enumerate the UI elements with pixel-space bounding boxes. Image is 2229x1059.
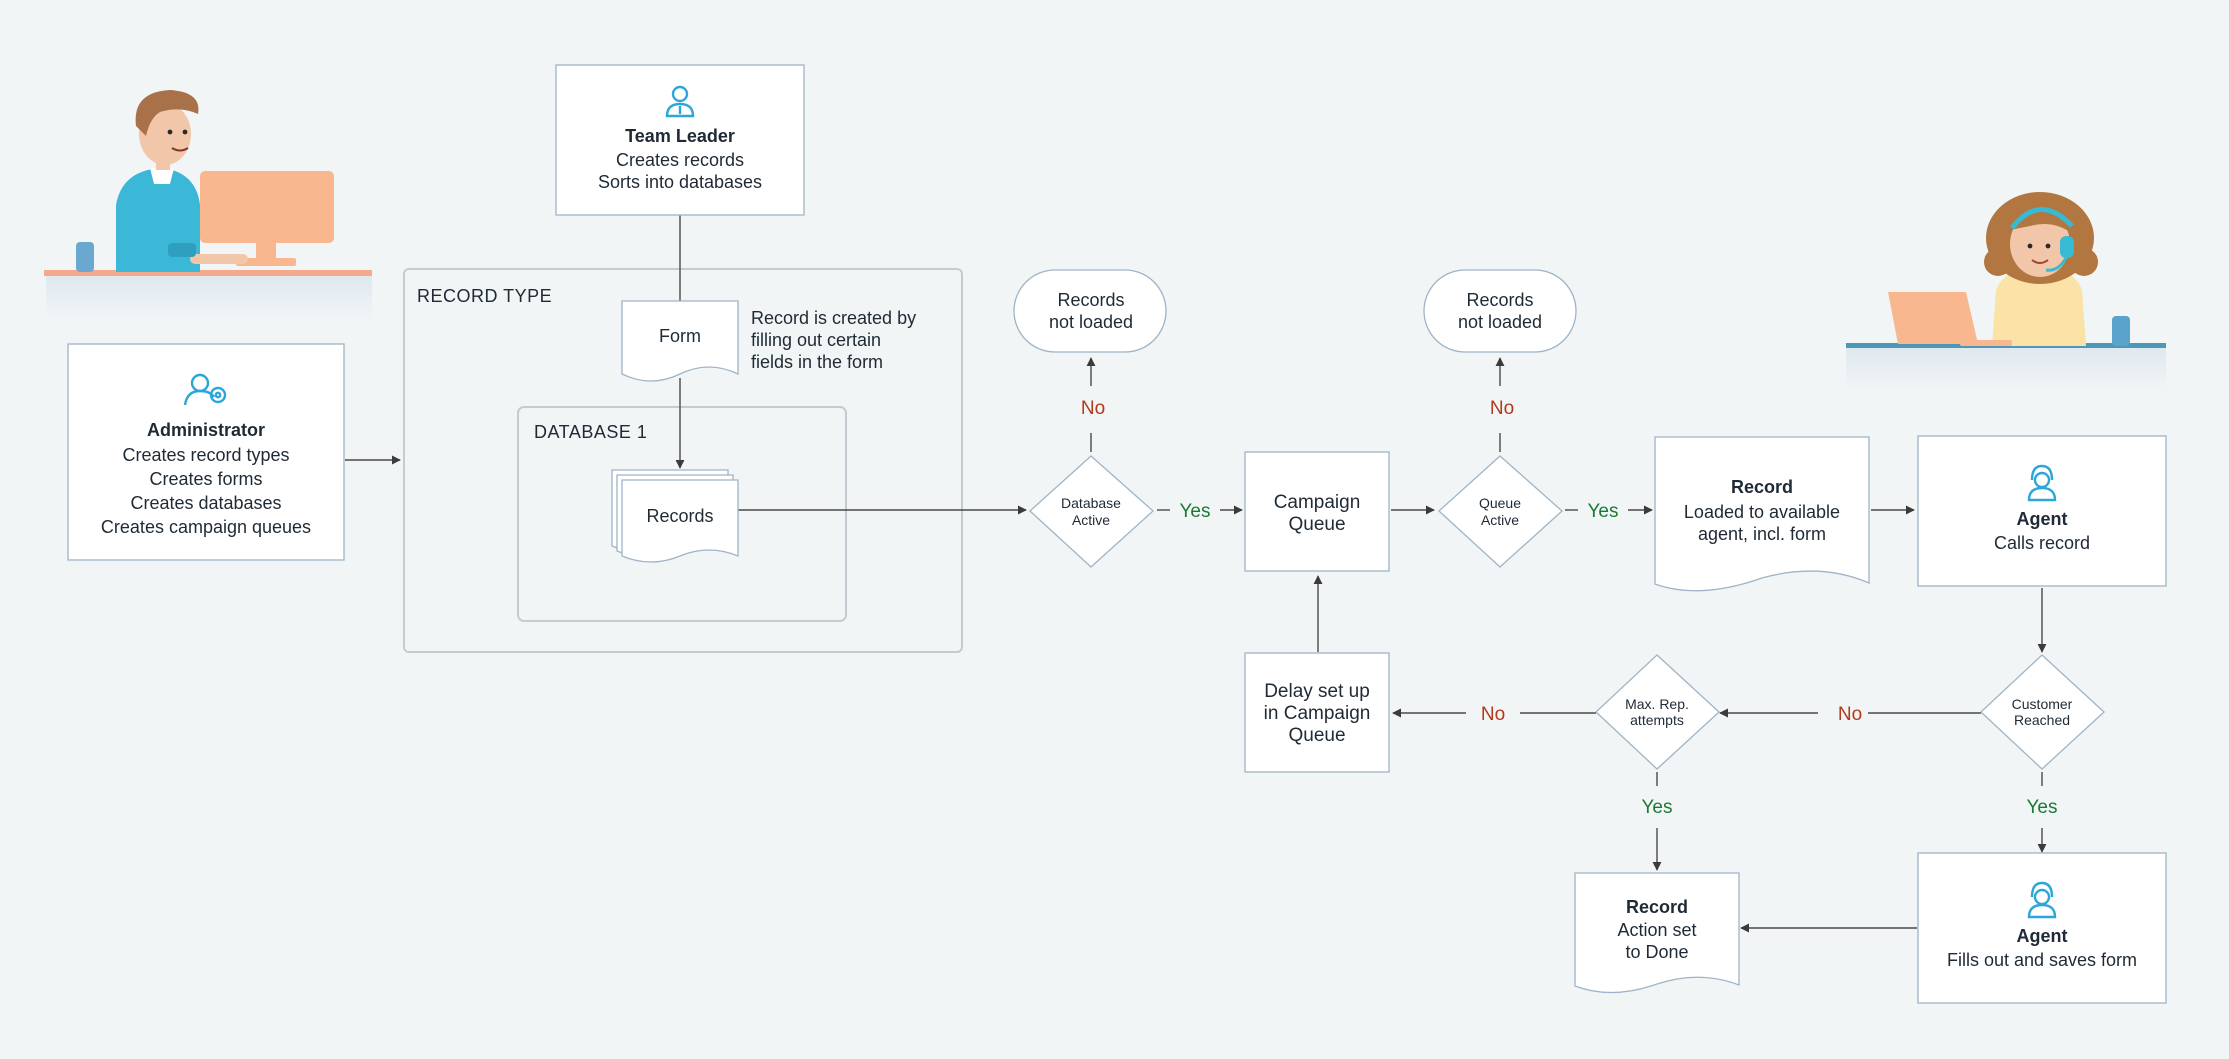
delay-box: Delay set up in Campaign Queue <box>1244 652 1390 773</box>
not-loaded-line: not loaded <box>1049 312 1133 332</box>
delay-line: Delay set up <box>1264 681 1370 702</box>
administrator-line: Creates forms <box>149 469 262 489</box>
record-done-title: Record <box>1626 897 1688 917</box>
records-not-loaded-terminator: Records not loaded <box>1013 269 1167 353</box>
database-label: DATABASE 1 <box>534 422 647 442</box>
decision-line: Queue <box>1479 495 1521 511</box>
agent-calls-line: Calls record <box>1994 533 2090 553</box>
agent-fills-line: Fills out and saves form <box>1947 950 2137 970</box>
yes-label: Yes <box>1588 501 1619 522</box>
user-gear-icon <box>183 373 227 406</box>
headset-agent-icon <box>2027 464 2057 502</box>
administrator-line: Creates campaign queues <box>101 517 311 537</box>
agent-illustration <box>1846 192 2166 391</box>
database-active-decision: Database Active <box>1029 455 1154 568</box>
campaign-queue-box: Campaign Queue <box>1244 451 1390 572</box>
agent-fills-title: Agent <box>2017 926 2068 946</box>
yes-label: Yes <box>2027 797 2058 818</box>
connectors <box>345 215 2047 933</box>
campaign-queue-line: Queue <box>1288 514 1345 535</box>
form-note-line: Record is created by <box>751 308 916 328</box>
administrator-line: Creates databases <box>130 493 281 513</box>
administrator-illustration <box>44 90 372 320</box>
headset-agent-icon <box>2027 881 2057 919</box>
not-loaded-line: Records <box>1466 290 1533 310</box>
record-done-document: Record Action set to Done <box>1574 872 1740 994</box>
records-not-loaded-terminator: Records not loaded <box>1423 269 1577 353</box>
record-type-label: RECORD TYPE <box>417 286 552 306</box>
decision-line: Max. Rep. <box>1625 696 1689 712</box>
administrator-title: Administrator <box>147 420 265 440</box>
no-label: No <box>1081 398 1105 419</box>
form-label: Form <box>659 326 701 346</box>
decision-line: Active <box>1072 512 1110 528</box>
no-label: No <box>1838 704 1862 725</box>
record-loaded-document: Record Loaded to available agent, incl. … <box>1654 436 1870 592</box>
decision-line: Database <box>1061 495 1121 511</box>
administrator-line: Creates record types <box>122 445 289 465</box>
no-label: No <box>1490 398 1514 419</box>
records-document-stack: Records <box>611 469 739 563</box>
record-loaded-line: agent, incl. form <box>1698 524 1826 544</box>
record-loaded-line: Loaded to available <box>1684 502 1840 522</box>
record-done-line: Action set <box>1617 920 1696 940</box>
not-loaded-line: not loaded <box>1458 312 1542 332</box>
agent-calls-title: Agent <box>2017 509 2068 529</box>
yes-label: Yes <box>1180 501 1211 522</box>
record-loaded-title: Record <box>1731 477 1793 497</box>
queue-active-decision: Queue Active <box>1438 455 1563 568</box>
decision-line: Reached <box>2014 712 2070 728</box>
administrator-box: Administrator Creates record types Creat… <box>67 343 345 561</box>
record-type-frame <box>403 268 963 653</box>
team-leader-line: Sorts into databases <box>598 172 762 192</box>
form-note-line: filling out certain <box>751 330 881 350</box>
team-leader-title: Team Leader <box>625 126 735 146</box>
yes-label: Yes <box>1642 797 1673 818</box>
form-document: Form <box>621 300 739 382</box>
agent-calls-box: Agent Calls record <box>1917 435 2167 587</box>
form-note-line: fields in the form <box>751 352 883 372</box>
agent-fills-box: Agent Fills out and saves form <box>1917 852 2167 1004</box>
team-leader-line: Creates records <box>616 150 744 170</box>
decision-line: Customer <box>2012 696 2073 712</box>
decision-line: Active <box>1481 512 1519 528</box>
no-label: No <box>1481 704 1505 725</box>
database-frame <box>517 406 847 622</box>
customer-reached-decision: Customer Reached <box>1980 654 2105 770</box>
delay-line: Queue <box>1288 725 1345 746</box>
person-icon <box>665 85 695 118</box>
campaign-queue-line: Campaign <box>1274 492 1361 513</box>
max-attempts-decision: Max. Rep. attempts <box>1595 654 1720 770</box>
record-done-line: to Done <box>1625 942 1688 962</box>
not-loaded-line: Records <box>1057 290 1124 310</box>
records-label: Records <box>646 506 713 526</box>
team-leader-box: Team Leader Creates records Sorts into d… <box>555 64 805 216</box>
decision-line: attempts <box>1630 712 1684 728</box>
delay-line: in Campaign <box>1264 703 1371 724</box>
